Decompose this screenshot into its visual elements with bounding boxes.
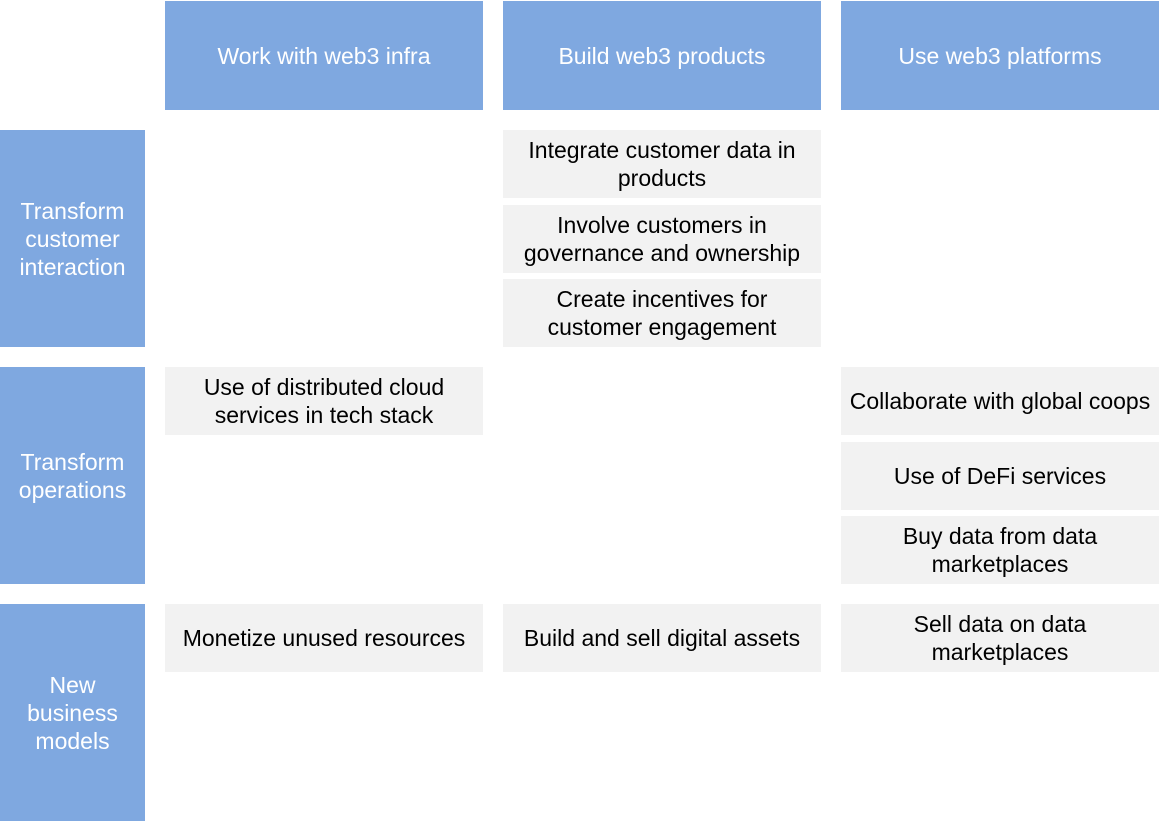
column-header-web3-products: Build web3 products <box>503 1 821 110</box>
matrix-cell: Sell data on data marketplaces <box>841 604 1159 672</box>
column-header-label: Build web3 products <box>558 42 766 69</box>
matrix-cell-text: Build and sell digital assets <box>523 625 801 651</box>
column-header-web3-infra: Work with web3 infra <box>165 1 483 110</box>
row-header-label: New business models <box>27 671 118 754</box>
matrix-cell-text: Involve customers in governance and owne… <box>523 212 801 266</box>
matrix-cell: Use of DeFi services <box>841 442 1159 510</box>
matrix-cell-text: Integrate customer data in products <box>528 137 796 191</box>
column-header-label: Work with web3 infra <box>217 42 431 69</box>
column-header-web3-platforms: Use web3 platforms <box>841 1 1159 110</box>
matrix-cell: Involve customers in governance and owne… <box>503 205 821 273</box>
matrix-cell-text: Monetize unused resources <box>182 625 466 651</box>
matrix-cell-text: Use of distributed cloud services in tec… <box>203 374 445 428</box>
matrix-cell: Collaborate with global coops <box>841 367 1159 435</box>
matrix-cell-text: Use of DeFi services <box>893 463 1107 489</box>
matrix-cell: Buy data from data marketplaces <box>841 516 1159 584</box>
matrix-cell: Build and sell digital assets <box>503 604 821 672</box>
column-header-label: Use web3 platforms <box>898 42 1102 69</box>
row-header-operations: Transform operations <box>0 367 145 584</box>
matrix-cell: Monetize unused resources <box>165 604 483 672</box>
row-header-business-models: New business models <box>0 604 145 821</box>
row-header-label: Transform customer interaction <box>19 197 126 280</box>
matrix-cell-text: Buy data from data marketplaces <box>902 523 1098 577</box>
matrix-cell-text: Create incentives for customer engagemen… <box>547 286 777 340</box>
matrix-cell-text: Sell data on data marketplaces <box>913 611 1087 665</box>
matrix-cell: Integrate customer data in products <box>503 130 821 198</box>
row-header-customer-interaction: Transform customer interaction <box>0 130 145 347</box>
row-header-label: Transform operations <box>18 448 127 503</box>
matrix-cell: Create incentives for customer engagemen… <box>503 279 821 347</box>
matrix-cell: Use of distributed cloud services in tec… <box>165 367 483 435</box>
matrix-cell-text: Collaborate with global coops <box>849 388 1151 414</box>
